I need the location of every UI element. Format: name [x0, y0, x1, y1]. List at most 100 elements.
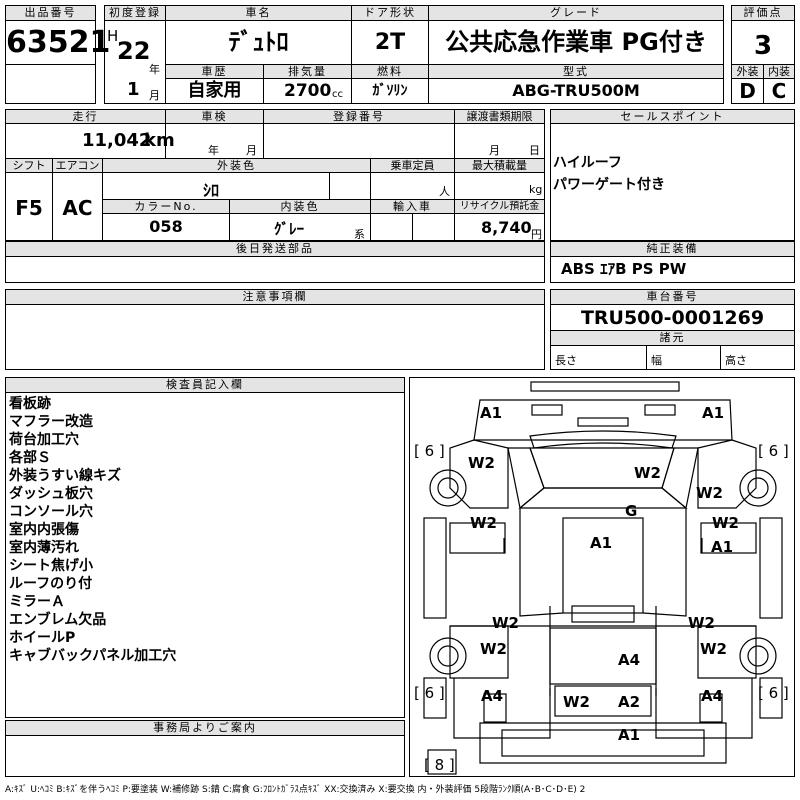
inspector-remark: キャブバックパネル加工穴: [9, 648, 177, 664]
int-grade: C: [763, 78, 795, 104]
color-box: ｼﾛ: [102, 172, 330, 200]
chassis-number: TRU500-0001269: [550, 304, 795, 331]
options: ABS ｴｱB PS PW: [550, 256, 795, 283]
length-box: 長さ: [550, 345, 647, 370]
later-parts: [5, 256, 545, 283]
lot-number-label: 出品番号: [5, 5, 96, 21]
width-label: 幅: [651, 354, 662, 367]
tire-right-rear: [ 6 ]: [758, 684, 789, 702]
color-sub: [329, 172, 371, 200]
int-color-unit: 系: [354, 228, 365, 241]
transfer-box: 月 日: [454, 123, 545, 159]
fuel-label: 燃料: [351, 64, 429, 79]
sales-point-1: ハイルーフ: [553, 155, 622, 171]
displacement-unit: cc: [332, 89, 343, 100]
sales-point-box: ハイルーフ パワーゲート付き: [550, 123, 795, 241]
mileage: 11,042: [82, 130, 152, 151]
dims-label: 諸元: [550, 330, 795, 346]
import-label: 輸入車: [370, 199, 455, 214]
door-type: 2T: [351, 20, 429, 65]
later-parts-label: 後日発送部品: [5, 241, 545, 257]
mark-a1-top-left: A1: [480, 404, 503, 422]
displacement-box: 2700 cc: [263, 78, 352, 104]
mark-a4-left-rear: A4: [481, 687, 504, 705]
ac: AC: [52, 172, 103, 241]
inspector-label: 検査員記入欄: [5, 377, 405, 393]
history: 自家用: [165, 78, 264, 104]
inspector-remark: エンブレム欠品: [9, 612, 107, 628]
mileage-box: 11,042 km: [5, 123, 175, 159]
length-label: 長さ: [555, 354, 577, 367]
inspector-remark: 室内内張傷: [9, 522, 79, 538]
height-label: 高さ: [725, 354, 747, 367]
notes-label: 注意事項欄: [5, 289, 545, 305]
inspector-remark: シート焦げ小: [9, 558, 93, 574]
mark-w2-roof: W2: [634, 464, 661, 482]
notes: [5, 304, 545, 370]
transfer-month-unit: 月: [489, 144, 500, 157]
capacity-label: 乗車定員: [370, 158, 455, 173]
tire-left-rear: [ 6 ]: [414, 684, 445, 702]
mark-a1-top-right: A1: [702, 404, 725, 422]
reg-number-label: 登録番号: [263, 109, 455, 124]
options-label: 純正装備: [550, 241, 795, 257]
mileage-label: 走行: [5, 109, 166, 124]
recycle-label: リサイクル預託金: [454, 199, 545, 214]
first-reg-box: H 22 年 1 月: [104, 20, 166, 104]
damage-legend: A:ｷｽﾞ U:ﾍｺﾐ B:ｷｽﾞを伴うﾍｺﾐ P:要塗装 W:補修跡 S:錆 …: [5, 785, 586, 795]
mileage-unit: km: [144, 130, 175, 151]
inspector-remark: 看板跡: [9, 396, 51, 412]
inspector-remark: マフラー改造: [9, 414, 93, 430]
mark-w2-right-rear: W2: [700, 640, 727, 658]
recycle-box: 8,740 円: [454, 213, 545, 241]
mark-w2-left-door: W2: [470, 514, 497, 532]
inspection-box: 年 月: [165, 123, 264, 159]
ext-grade: D: [731, 78, 764, 104]
mark-w2-left-side: W2: [492, 614, 519, 632]
mark-a1-bumper: A1: [618, 726, 641, 744]
inspector-remark: ダッシュ板穴: [9, 486, 93, 502]
mark-w2-left-front: W2: [468, 454, 495, 472]
reg-number: [263, 123, 455, 159]
mark-w2-rear-panel: W2: [563, 693, 590, 711]
inspector-remark: ミラーＡ: [9, 594, 65, 610]
lot-number-sub: [5, 64, 96, 104]
shift-label: シフト: [5, 158, 53, 173]
color: ｼﾛ: [203, 181, 220, 200]
reg-year: 22: [117, 37, 151, 65]
import-box-2: [412, 213, 455, 241]
inspector-remark: コンソール穴: [9, 504, 93, 520]
width-box: 幅: [646, 345, 721, 370]
model-code: ABG-TRU500M: [428, 78, 724, 104]
inspector-remark: 各部Ｓ: [9, 450, 51, 466]
first-reg-label: 初度登録: [104, 5, 166, 21]
load-unit: kg: [529, 183, 543, 196]
inspector-remark: ホイールP: [9, 630, 76, 646]
score: 3: [731, 20, 795, 65]
ac-label: エアコン: [52, 158, 103, 173]
chassis-label: 車台番号: [550, 289, 795, 305]
tire-left-front: [ 6 ]: [414, 442, 445, 460]
ext-grade-label: 外装: [731, 64, 764, 79]
history-label: 車歴: [165, 64, 264, 79]
int-grade-label: 内装: [763, 64, 795, 79]
insp-month-unit: 月: [246, 144, 257, 157]
load-label: 最大積載量: [454, 158, 545, 173]
transfer-label: 譲渡書類期限: [454, 109, 545, 124]
office-label: 事務局よりご案内: [5, 720, 405, 736]
inspector-remark: 室内薄汚れ: [9, 540, 79, 556]
recycle: 8,740: [481, 218, 532, 237]
transfer-day-unit: 日: [529, 144, 540, 157]
fuel: ｶﾞｿﾘﾝ: [351, 78, 429, 104]
mark-w2-right-door: W2: [712, 514, 739, 532]
car-name-label: 車名: [165, 5, 352, 21]
era: H: [107, 27, 119, 45]
int-color-label: 内装色: [229, 199, 371, 214]
mark-a2-rear-panel: A2: [618, 693, 641, 711]
color-label: 外装色: [102, 158, 371, 173]
office-box: [5, 735, 405, 777]
recycle-unit: 円: [531, 228, 542, 241]
score-label: 評価点: [731, 5, 795, 21]
shift: F5: [5, 172, 53, 241]
car-name: ﾃﾞｭﾄﾛ: [165, 20, 352, 65]
